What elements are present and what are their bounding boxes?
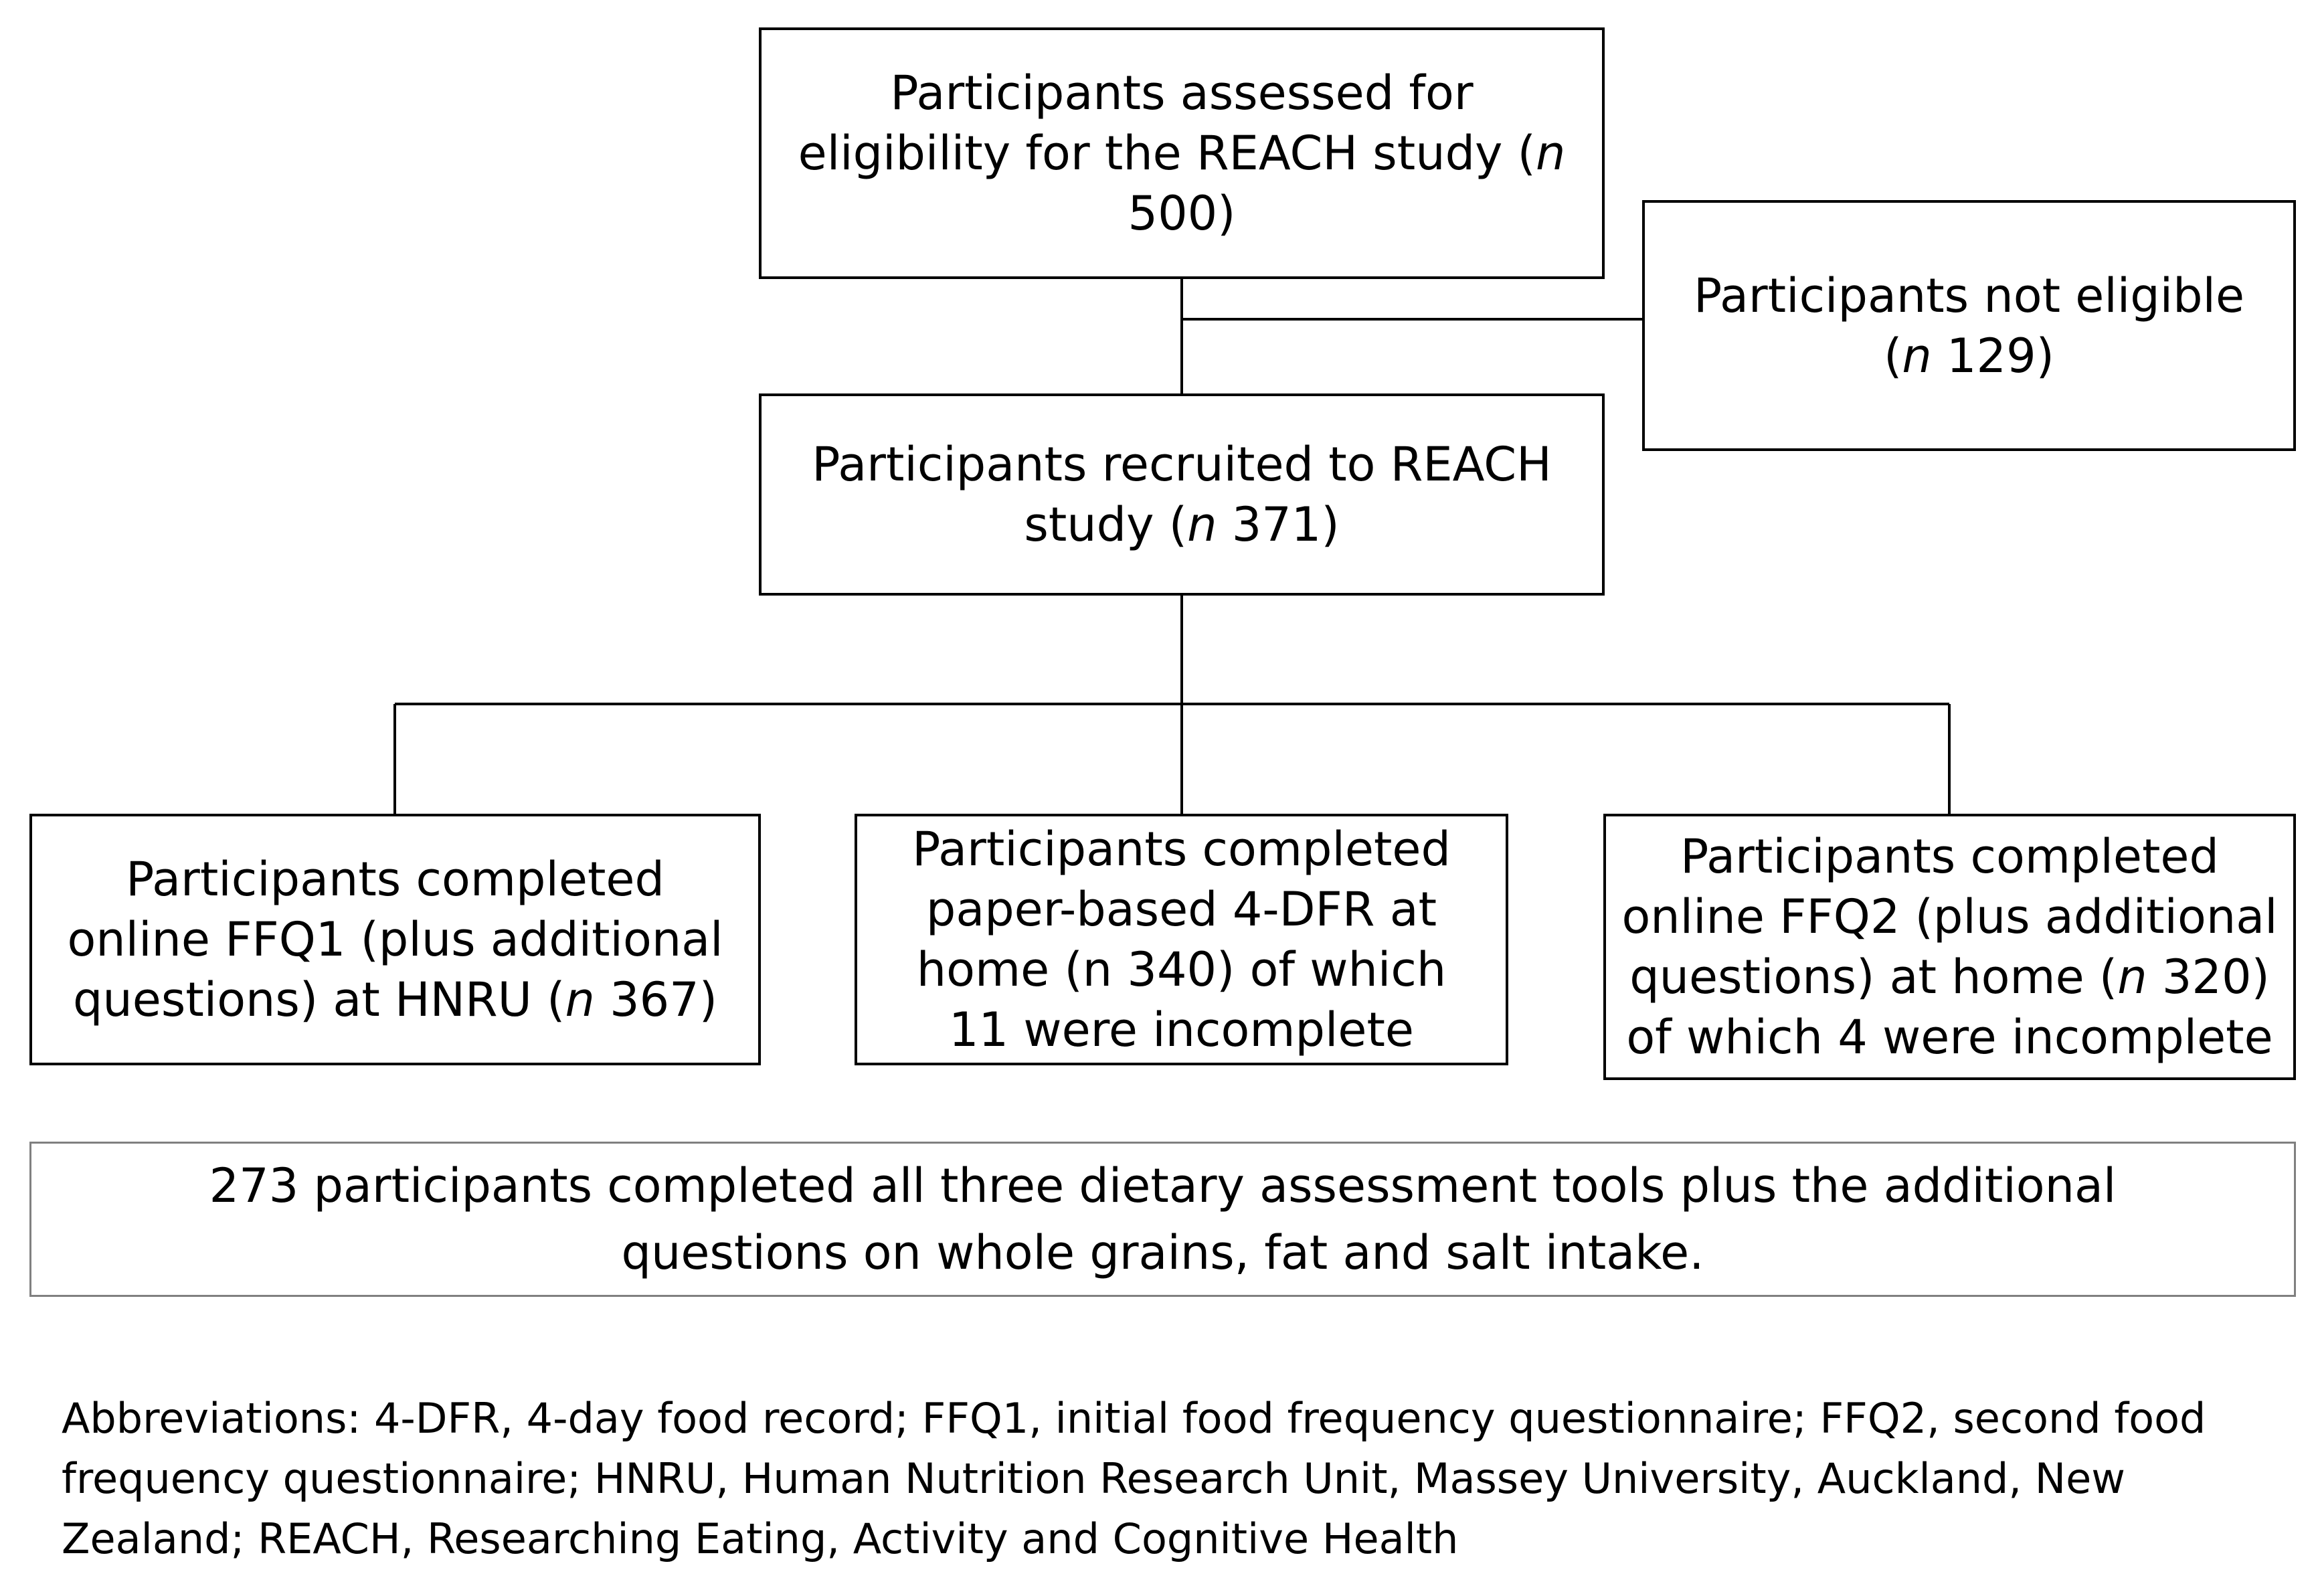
abbreviations-note: Abbreviations: 4-DFR, 4-day food record;… <box>62 1394 2206 1563</box>
not-eligible-box: Participants not eligible (n 129) <box>1642 200 2296 451</box>
recruited-box: Participants recruited to REACH study (n… <box>759 393 1605 596</box>
summary-label: 273 participants completed all three die… <box>209 1158 2117 1280</box>
ffq2-label: Participants completed online FFQ2 (plus… <box>1621 829 2278 1065</box>
recruited-label: Participants recruited to REACH study (n… <box>812 437 1552 552</box>
summary-box: 273 participants completed all three die… <box>29 1142 2296 1297</box>
assessed-label: Participants assessed for eligibility fo… <box>798 66 1566 241</box>
dfr-box: Participants completed paper-based 4-DFR… <box>855 814 1508 1065</box>
assessed-box: Participants assessed for eligibility fo… <box>759 27 1605 279</box>
ffq2-box: Participants completed online FFQ2 (plus… <box>1603 814 2296 1080</box>
ffq1-box: Participants completed online FFQ1 (plus… <box>29 814 761 1065</box>
ffq1-label: Participants completed online FFQ1 (plus… <box>67 852 723 1027</box>
not-eligible-label: Participants not eligible (n 129) <box>1693 268 2245 383</box>
dfr-label: Participants completed paper-based 4-DFR… <box>912 822 1451 1057</box>
